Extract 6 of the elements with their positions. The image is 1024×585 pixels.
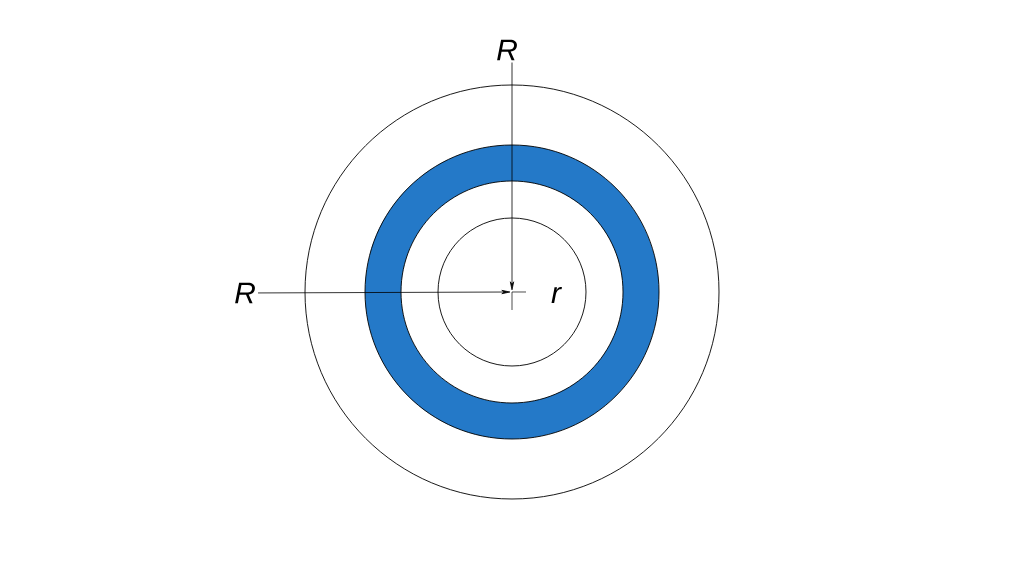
radius-arrow <box>509 62 515 291</box>
radius-label: R <box>497 39 517 61</box>
center-mark <box>511 291 527 311</box>
radius-arrow <box>257 289 511 295</box>
radius-label: r <box>551 286 562 304</box>
radius-label: R <box>235 282 255 304</box>
